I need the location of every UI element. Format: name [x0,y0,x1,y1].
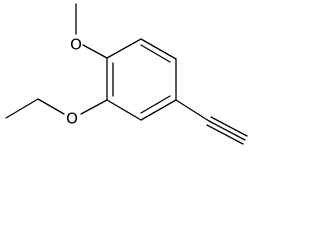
bond-ring-to-alkyne-carbon [175,99,210,122]
bond-ethoxy-oxygen-to-ch2 [37,98,65,115]
methoxy-oxygen-label: O [70,36,82,54]
ring-double-bond-inner-bottom-right [140,95,171,114]
ring-bond-c1-c2 [106,38,142,59]
triple-bond-upper [210,116,248,137]
ethoxy-oxygen-label: O [66,110,78,128]
triple-bond-middle [208,120,246,141]
ring-bond-c4-c5 [140,99,177,121]
bond-ring-to-methoxy-oxygen [82,44,108,59]
ring-double-bond-inner-top-right [140,44,171,63]
chemical-structure-diagram: O O [5,3,248,145]
triple-bond-lower [206,124,244,145]
bond-ch2-to-ch3 [5,98,39,119]
ring-bond-c5-c6 [106,99,142,121]
bond-ring-to-ethoxy-oxygen [80,99,108,115]
ring-bond-c2-c3 [140,38,177,60]
